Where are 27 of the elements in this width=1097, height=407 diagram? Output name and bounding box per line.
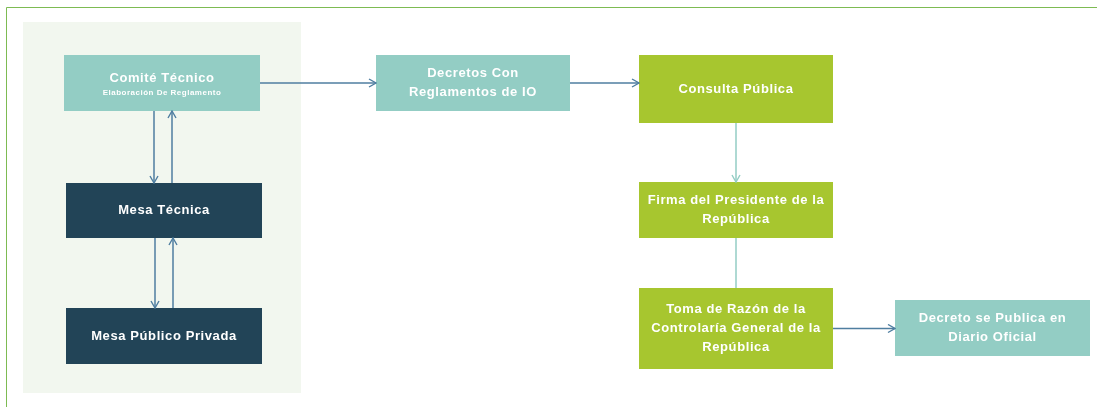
arrow (149, 110, 159, 184)
box-title: Toma de Razón de la Controlaría General de la República (650, 300, 822, 356)
process-box (66, 183, 262, 238)
process-box (66, 308, 262, 364)
arrow (167, 110, 177, 184)
box-title: Decretos Con Reglamentos de IO (408, 64, 538, 101)
arrow (569, 78, 640, 88)
process-box (639, 288, 833, 369)
process-box (64, 55, 260, 111)
box-title: Consulta Pública (678, 79, 794, 98)
process-box (376, 55, 570, 111)
process-box (895, 300, 1090, 356)
arrow (259, 78, 377, 88)
box-subtitle: Elaboración De Reglamento (102, 87, 222, 98)
box-title: Mesa Técnica (118, 201, 210, 220)
box-title: Comité Técnico (109, 68, 215, 87)
connector-line (735, 237, 737, 289)
process-box (639, 55, 833, 123)
arrow (731, 122, 741, 183)
group-panel (23, 22, 301, 393)
arrow (150, 237, 160, 309)
box-title: Decreto se Publica en Diario Oficial (917, 309, 1068, 346)
box-title: Firma del Presidente de la República (646, 191, 826, 228)
box-title: Mesa Público Privada (91, 326, 237, 345)
arrow (168, 237, 178, 309)
arrow (832, 323, 896, 334)
process-box (639, 182, 833, 238)
